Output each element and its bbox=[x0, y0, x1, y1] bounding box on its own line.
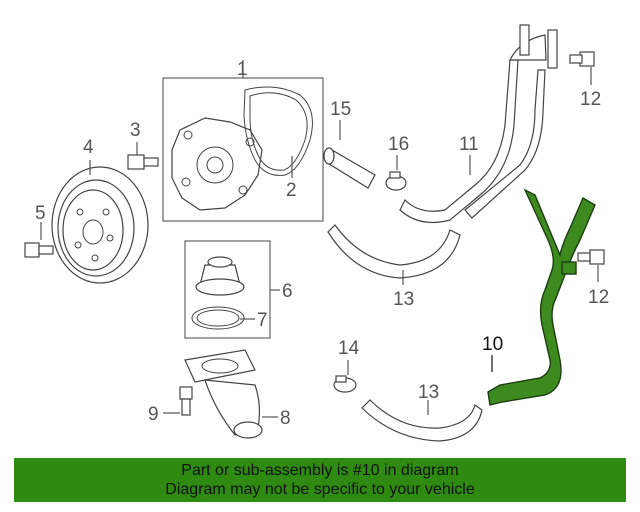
callout-2: 2 bbox=[286, 180, 297, 201]
callout-14: 14 bbox=[338, 338, 360, 359]
hose-13-upper[interactable] bbox=[327, 224, 461, 279]
callout-1: 1 bbox=[237, 59, 248, 80]
thermostat-group[interactable] bbox=[184, 240, 271, 339]
thermostat-seal bbox=[191, 306, 245, 330]
callout-10: 10 bbox=[482, 334, 503, 355]
bolt-5[interactable] bbox=[24, 242, 54, 258]
callout-13-upper: 13 bbox=[393, 289, 414, 310]
callout-3: 3 bbox=[130, 120, 141, 141]
clamp-14[interactable] bbox=[333, 375, 357, 393]
info-banner: Part or sub-assembly is #10 in diagram D… bbox=[14, 458, 626, 502]
water-pump-body bbox=[171, 117, 263, 211]
banner-line-2: Diagram may not be specific to your vehi… bbox=[165, 481, 475, 498]
callout-11: 11 bbox=[459, 134, 479, 155]
callout-7: 7 bbox=[257, 310, 268, 331]
thermostat-housing[interactable] bbox=[184, 349, 263, 439]
bolt-3[interactable] bbox=[127, 154, 159, 170]
callout-8: 8 bbox=[280, 408, 291, 429]
callout-13-lower: 13 bbox=[418, 382, 439, 403]
pipe-11[interactable] bbox=[399, 24, 558, 223]
callout-6: 6 bbox=[282, 281, 293, 302]
pump-gasket bbox=[243, 86, 313, 176]
callout-15: 15 bbox=[330, 99, 351, 120]
bolt-9[interactable] bbox=[179, 386, 193, 416]
callout-9: 9 bbox=[148, 404, 159, 425]
water-pump-group[interactable] bbox=[162, 77, 324, 222]
pulley[interactable] bbox=[51, 166, 149, 284]
clamp-16[interactable] bbox=[385, 171, 407, 191]
bolt-12-lower[interactable] bbox=[577, 249, 605, 265]
water-pipe-10-body bbox=[487, 188, 596, 406]
hose-15[interactable] bbox=[323, 147, 376, 189]
banner-line-1: Part or sub-assembly is #10 in diagram bbox=[181, 462, 459, 479]
callout-5: 5 bbox=[35, 203, 46, 224]
parts-diagram: 1 2 3 4 5 6 7 bbox=[24, 24, 609, 442]
callout-4: 4 bbox=[83, 137, 94, 158]
bolt-12-upper[interactable] bbox=[569, 51, 595, 67]
callout-12-lower: 12 bbox=[588, 287, 609, 308]
water-pipe-10[interactable] bbox=[487, 188, 596, 406]
hose-13-lower[interactable] bbox=[361, 399, 483, 442]
callout-12-upper: 12 bbox=[580, 89, 601, 110]
callout-16: 16 bbox=[388, 134, 409, 155]
